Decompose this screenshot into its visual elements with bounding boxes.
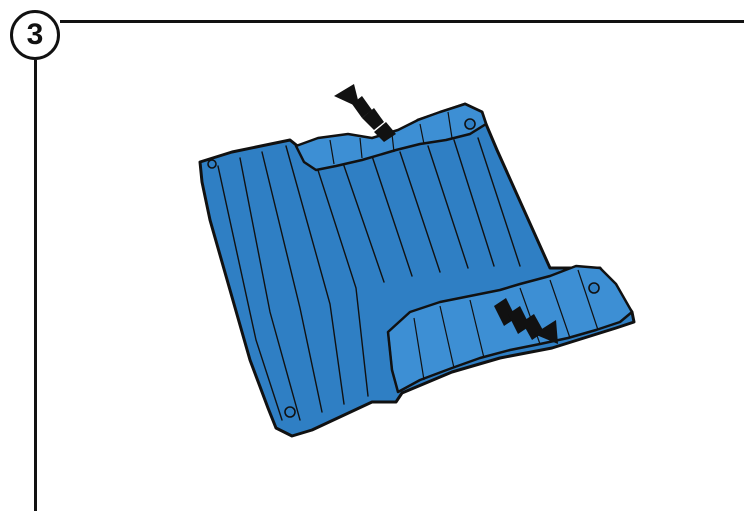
step-badge: 3 xyxy=(10,10,60,60)
front-flap-fold-line xyxy=(387,331,399,393)
left-snap xyxy=(207,159,217,169)
corner-snap xyxy=(284,406,296,418)
side-rule xyxy=(34,60,37,511)
back-flap-seams xyxy=(329,111,453,165)
step-number: 3 xyxy=(26,18,44,51)
unfold-back-arrow-icon xyxy=(334,84,396,142)
back-snap xyxy=(464,118,476,130)
front-snap xyxy=(588,282,600,294)
front-flap xyxy=(386,264,634,394)
header-rule xyxy=(60,20,744,23)
unfold-front-arrow-icon xyxy=(494,298,558,344)
mat-pleats xyxy=(217,137,521,421)
